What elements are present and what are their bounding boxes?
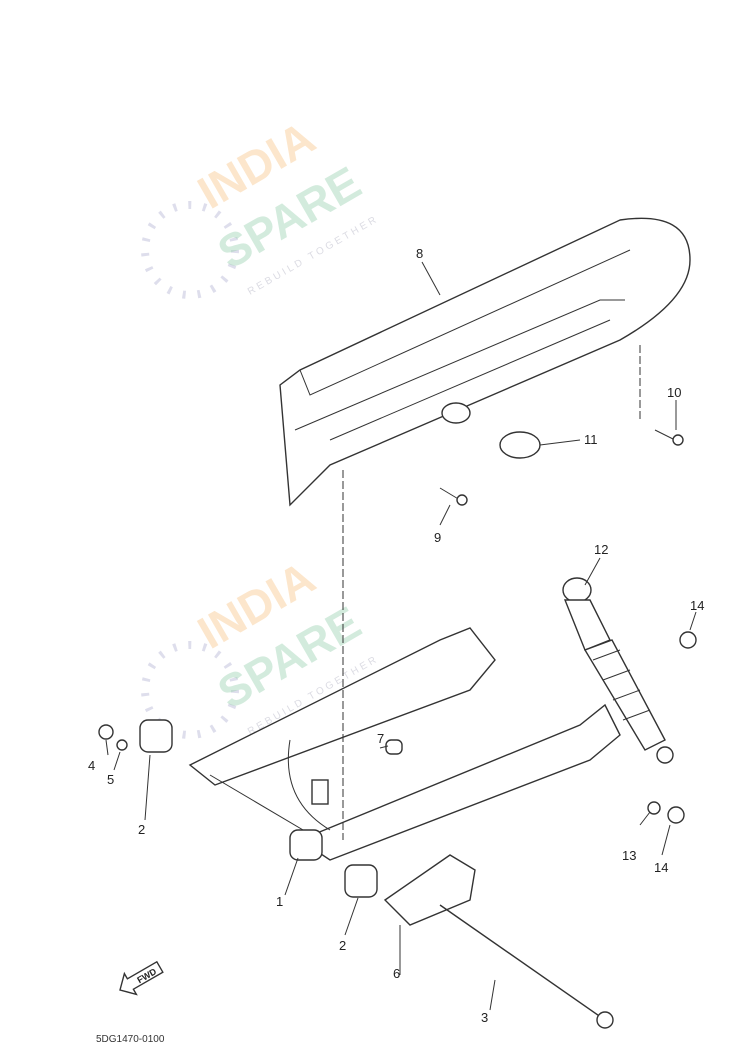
callout-14: 14	[654, 860, 668, 875]
damper	[385, 739, 403, 755]
callout-5: 5	[107, 772, 114, 787]
drawing-code: 5DG1470-0100	[96, 1034, 165, 1045]
nut	[667, 806, 685, 824]
nut	[679, 631, 697, 649]
callout-2: 2	[339, 938, 346, 953]
callout-6: 6	[393, 966, 400, 981]
callout-7: 7	[377, 731, 384, 746]
watermark: INDIA SPARE REBUILD TOGETHER	[141, 111, 381, 299]
pivot-shaft	[439, 904, 614, 1029]
bushing	[289, 829, 323, 861]
washer	[647, 801, 661, 815]
rear-shock	[562, 577, 674, 764]
callout-4: 4	[88, 758, 95, 773]
callout-10: 10	[667, 385, 681, 400]
callout-8: 8	[416, 246, 423, 261]
callout-11: 11	[584, 432, 598, 447]
chain-case	[279, 217, 691, 507]
callout-3: 3	[481, 1010, 488, 1025]
callout-12: 12	[594, 542, 608, 557]
washer	[116, 739, 128, 751]
nut	[98, 724, 114, 740]
callout-1: 1	[276, 894, 283, 909]
callout-13: 13	[622, 848, 636, 863]
leader-lines	[105, 261, 697, 1011]
fwd-arrow-icon: FWD	[119, 960, 164, 996]
bushing	[344, 864, 378, 898]
callout-9: 9	[434, 530, 441, 545]
bolt	[654, 429, 684, 446]
chain-slider	[383, 854, 476, 926]
cap	[499, 431, 541, 459]
bolt	[439, 487, 468, 506]
bushing	[139, 719, 173, 753]
callout-2: 2	[138, 822, 145, 837]
callout-14: 14	[690, 598, 704, 613]
